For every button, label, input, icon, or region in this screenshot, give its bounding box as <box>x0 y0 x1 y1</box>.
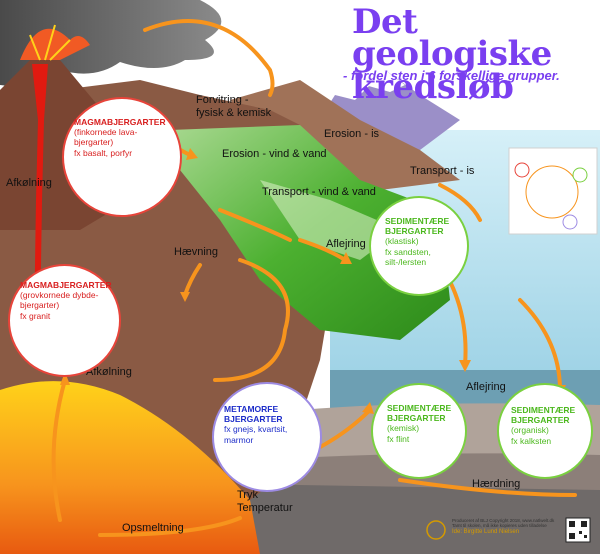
magma-coarse-title: MAGMABJERGARTER <box>20 280 112 290</box>
label-tryk: Tryk <box>237 489 258 501</box>
sed-clastic-line-1: fx sandsten, silt-/lersten <box>385 246 431 267</box>
circle-metamorphic: METAMORFE BJERGARTER fx gnejs, kvartsit,… <box>212 382 322 492</box>
lava-spray <box>29 24 71 61</box>
sed-chemical-title-1: SEDIMENTÆRE <box>387 403 452 413</box>
sed-chemical-title-2: BJERGARTER <box>387 413 446 424</box>
label-transport-is: Transport - is <box>410 165 475 177</box>
label-haevning: Hævning <box>174 246 219 258</box>
inset-magma <box>514 162 530 178</box>
arrow-transport-wind <box>218 208 292 242</box>
sed-organic-title-1: SEDIMENTÆRE <box>511 405 576 415</box>
label-erosion-is: Erosion - is <box>324 128 380 140</box>
magma-fine-line-1: (finkornede lava- <box>74 127 138 138</box>
sed-clastic-sub: (klastisk) <box>385 236 419 247</box>
magma-chamber <box>0 381 260 554</box>
sed-clastic-title-2: BJERGARTER <box>385 226 444 237</box>
circle-magma-coarse: MAGMABJERGARTER (grovkornede dybde- bjer… <box>8 264 121 377</box>
arrow-cooling-deep <box>51 378 67 522</box>
credit-idea: Ide: Birgitte Lund Nielsen <box>452 528 520 535</box>
label-transport-vind-vand: Transport - vind & vand <box>262 186 376 198</box>
page-subtitle: - fordel sten i 6 forskellige grupper. <box>343 68 560 83</box>
arrow-deposition-top <box>298 238 347 262</box>
label-afkoelning-mid: Afkølning <box>86 366 132 378</box>
label-temperatur: Temperatur <box>237 502 293 514</box>
arrow-to-organic <box>518 298 562 392</box>
credit-line-2: Tamt til skolen, må ikke kopieres uden t… <box>452 523 547 529</box>
metamorphic-title-2: BJERGARTER <box>224 414 283 425</box>
arrow-weathering <box>143 19 275 97</box>
magma-fine-line-3: fx basalt, porfyr <box>74 147 133 158</box>
sed-organic-line-1: fx kalksten <box>511 435 552 446</box>
inset-diagram <box>508 147 598 235</box>
sed-chemical-sub: (kemisk) <box>387 423 420 434</box>
credit-line-1: Produceret af BLJ Copyright 2018, www.na… <box>452 518 555 523</box>
circle-sediment-organic: SEDIMENTÆRE BJERGARTER (organisk) fx kal… <box>497 383 593 479</box>
label-aflejring-mid: Aflejring <box>466 381 506 393</box>
inset-cycle <box>525 165 579 219</box>
circle-sediment-clastic: SEDIMENTÆRE BJERGARTER (klastisk) fx san… <box>369 196 469 296</box>
page-title: Det geologiske kredsløb <box>352 2 597 107</box>
metamorphic-line-1: fx gnejs, kvartsit, marmor <box>224 424 288 445</box>
label-afkoelning-top: Afkølning <box>6 177 52 189</box>
magma-conduit <box>32 64 48 330</box>
label-haerdning: Hærdning <box>472 478 521 490</box>
sed-organic-sub: (organisk) <box>511 425 549 436</box>
arrow-uplift-lower <box>213 258 290 382</box>
magma-coarse-line-2: bjergarter) <box>20 300 60 311</box>
label-opsmeltning: Opsmeltning <box>122 522 184 534</box>
label-fysisk-kemisk: fysisk & kemisk <box>196 107 272 119</box>
inset-sediment <box>572 167 588 183</box>
metamorphic-title-1: METAMORFE <box>224 404 279 414</box>
circle-magma-fine: MAGMABJERGARTER (finkornede lava- bjerga… <box>62 97 182 217</box>
label-forvitring: Forvitring - <box>196 94 249 106</box>
circle-sediment-chemical: SEDIMENTÆRE BJERGARTER (kemisk) fx flint <box>371 383 467 479</box>
magma-fine-title: MAGMABJERGARTER <box>74 117 166 127</box>
credit-block: Produceret af BLJ Copyright 2018, www.na… <box>452 518 562 536</box>
magma-coarse-line-1: (grovkornede dybde- <box>20 290 99 301</box>
sed-organic-title-2: BJERGARTER <box>511 415 570 426</box>
arrow-transport-ice <box>438 183 482 222</box>
cycle-arrows <box>51 19 577 537</box>
mountain-ridge <box>230 80 460 190</box>
arrow-hardening <box>398 478 577 497</box>
label-aflejring-top: Aflejring <box>326 238 366 250</box>
snow-cap <box>365 70 405 92</box>
sed-chemical-line-1: fx flint <box>387 433 410 444</box>
title-line-1: Det geologiske <box>352 2 552 75</box>
title-line-2: kredsløb <box>352 66 514 107</box>
river-delta <box>260 180 400 260</box>
magma-coarse-line-3: fx granit <box>20 310 51 321</box>
inset-metamorphic <box>562 214 578 230</box>
logo-icon <box>426 520 446 540</box>
magma-fine-line-2: bjergarter) <box>74 137 114 148</box>
arrow-heads <box>60 148 566 414</box>
label-erosion-vind-vand: Erosion - vind & vand <box>222 148 327 160</box>
arrow-melting <box>98 516 242 537</box>
sed-clastic-title-1: SEDIMENTÆRE <box>385 216 450 226</box>
